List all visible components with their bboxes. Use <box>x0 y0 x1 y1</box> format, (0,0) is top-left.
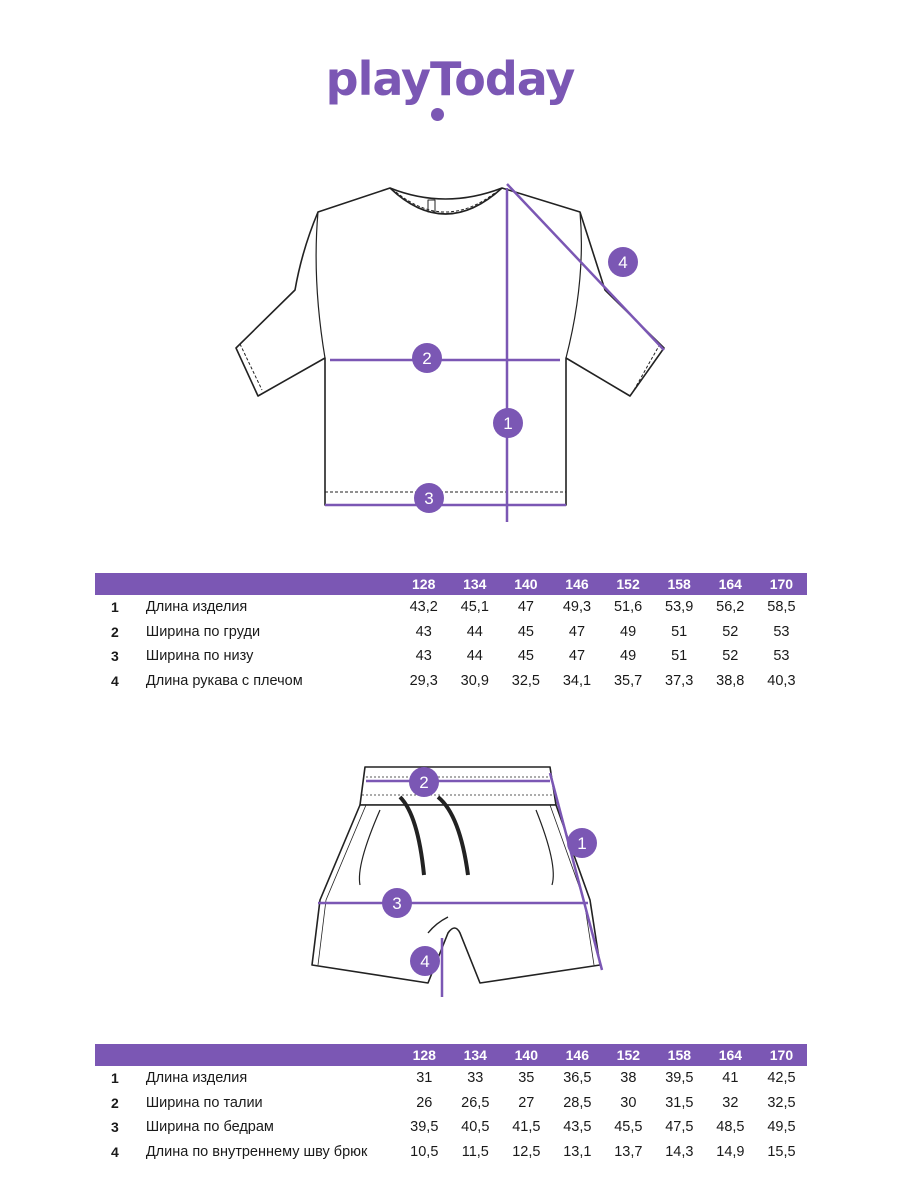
size-header: 140 <box>500 573 552 595</box>
table-row: 3 Ширина по низу 43 44 45 47 49 51 52 53 <box>111 648 790 665</box>
size-header: 134 <box>449 573 501 595</box>
shirt-callout-1: 1 <box>503 414 512 433</box>
shorts-callout-2: 2 <box>419 773 428 792</box>
brand-logo: playToday <box>325 52 576 106</box>
table-row: 2 Ширина по груди 43 44 45 47 49 51 52 5… <box>111 623 790 640</box>
shirt-callout-3: 3 <box>424 489 433 508</box>
table-row: 1 Длина изделия 31 33 35 36,5 38 39,5 41… <box>111 1070 796 1087</box>
size-header: 170 <box>755 1044 807 1066</box>
shirt-callouts: 1 2 3 4 <box>412 247 638 513</box>
shorts-drawing: 1 2 3 4 <box>311 766 604 997</box>
shorts-size-header-row: 128 134 140 146 152 158 164 170 <box>95 1044 807 1066</box>
size-header: 134 <box>449 1044 501 1066</box>
size-header: 128 <box>398 573 450 595</box>
shorts-callout-3: 3 <box>392 894 401 913</box>
size-header: 170 <box>755 573 807 595</box>
table-row: 1 Длина изделия 43,2 45,1 47 49,3 51,6 5… <box>111 599 796 616</box>
shirt-size-table: 128 134 140 146 152 158 164 170 1 Длина … <box>95 573 807 693</box>
shorts-callout-4: 4 <box>420 952 429 971</box>
shorts-size-table: 128 134 140 146 152 158 164 170 1 Длина … <box>95 1044 807 1164</box>
shirt-size-header-row: 128 134 140 146 152 158 164 170 <box>95 573 807 595</box>
table-row: 3 Ширина по бедрам 39,5 40,5 41,5 43,5 4… <box>111 1119 796 1136</box>
shirt-callout-4: 4 <box>618 253 627 272</box>
table-row: 4 Длина по внутреннему шву брюк 10,5 11,… <box>111 1143 796 1160</box>
logo-dot <box>431 108 444 121</box>
table-row: 2 Ширина по талии 26 26,5 27 28,5 30 31,… <box>111 1094 796 1111</box>
tshirt-drawing: 1 2 3 4 <box>235 183 665 522</box>
size-header: 164 <box>704 573 756 595</box>
size-header: 146 <box>551 573 603 595</box>
size-header: 158 <box>653 573 705 595</box>
size-header: 164 <box>704 1044 756 1066</box>
length-line <box>548 772 604 971</box>
size-header: 152 <box>602 573 654 595</box>
size-header: 128 <box>398 1044 450 1066</box>
shorts-callout-1: 1 <box>577 834 586 853</box>
shirt-callout-2: 2 <box>422 349 431 368</box>
size-header: 158 <box>653 1044 705 1066</box>
size-header: 140 <box>500 1044 552 1066</box>
size-header: 152 <box>602 1044 654 1066</box>
sleeve-line <box>506 183 665 351</box>
size-header: 146 <box>551 1044 603 1066</box>
table-row: 4 Длина рукава с плечом 29,3 30,9 32,5 3… <box>111 672 796 689</box>
shorts-callouts: 1 2 3 4 <box>382 767 597 976</box>
